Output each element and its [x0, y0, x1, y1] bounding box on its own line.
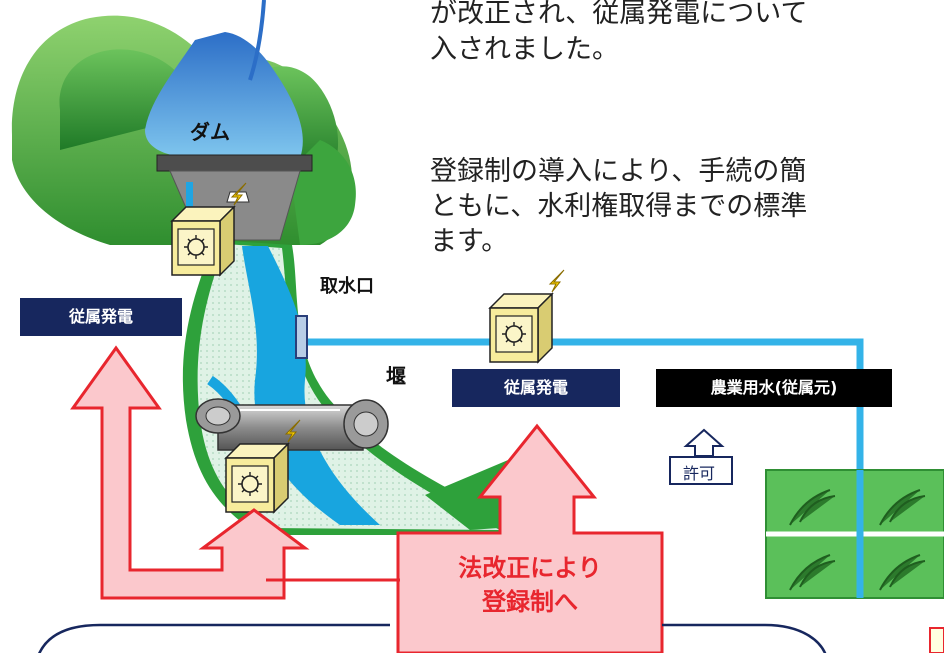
dam-label: ダム [190, 120, 230, 144]
paddy-fields [765, 469, 944, 599]
reform-text-line-2: 登録制へ [482, 588, 578, 616]
paragraph-line-4: ともに、水利権取得までの標準 [430, 191, 808, 222]
paragraph-line-2: 入されました。 [430, 34, 619, 65]
paragraph-line-1: が改正され、従属発電について [430, 0, 808, 29]
law-reform-callout: 法改正により 登録制へ [398, 533, 662, 653]
paragraph-line-5: ます。 [430, 226, 509, 257]
reservoir [145, 32, 303, 158]
bottom-right-box [929, 627, 944, 653]
bottom-panel [32, 623, 827, 653]
intake-gate [295, 315, 308, 359]
intake-label: 取水口 [320, 276, 374, 297]
generator-box-center [488, 269, 565, 364]
permit-box [669, 456, 733, 485]
generator-box-dam [170, 182, 247, 277]
agri-water-label: 農業用水(従属元) [656, 369, 892, 407]
subordinate-power-label-center: 従属発電 [452, 369, 620, 407]
permit-arrow [683, 428, 725, 457]
generator-box-weir [224, 419, 301, 514]
paragraph-line-3: 登録制の導入により、手続の簡 [430, 156, 807, 187]
permit-label: 許可 [683, 464, 716, 483]
subordinate-power-label-left: 従属発電 [20, 298, 182, 336]
inflow-stream [248, 0, 266, 81]
weir-label: 堰 [386, 364, 406, 388]
reform-text-line-1: 法改正により [458, 554, 602, 582]
reform-arrows [70, 345, 664, 653]
weir [195, 398, 389, 451]
water-pipe [302, 338, 864, 480]
